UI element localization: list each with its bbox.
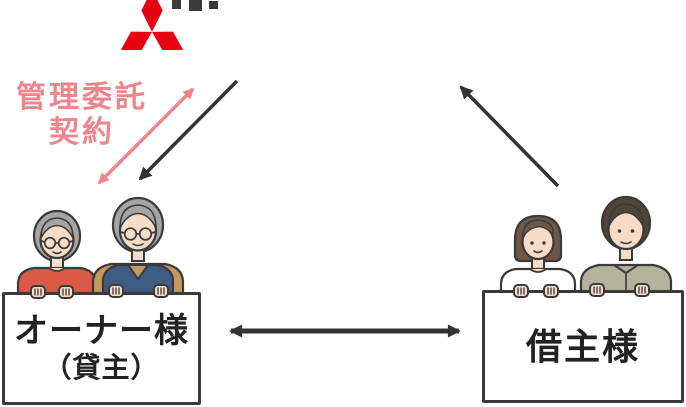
- owner-wife-illustration: [16, 209, 98, 293]
- tenant-sign-title: 借主様: [525, 325, 640, 367]
- glasses-icon: [40, 236, 74, 250]
- owner-sign: オーナー様 （貸主）: [2, 292, 201, 405]
- tenant-to-company-arrow: [459, 85, 560, 188]
- management-contract-label-line1: 管理委託: [16, 81, 148, 114]
- management-contract-label-line2: 契約: [49, 116, 115, 150]
- management-contract-label: 管理委託 契約: [6, 80, 158, 151]
- glasses-icon: [120, 227, 156, 241]
- owner-sign-subtitle: （貸主）: [43, 352, 160, 384]
- tenant-sign: 借主様: [482, 290, 684, 403]
- tenant-wife-illustration: [499, 214, 577, 293]
- owner-sign-title: オーナー様: [14, 312, 189, 351]
- tenant-husband-illustration: [579, 195, 673, 293]
- owner-husband-illustration: [91, 196, 185, 293]
- mitsubishi-logo-icon: [120, 0, 184, 51]
